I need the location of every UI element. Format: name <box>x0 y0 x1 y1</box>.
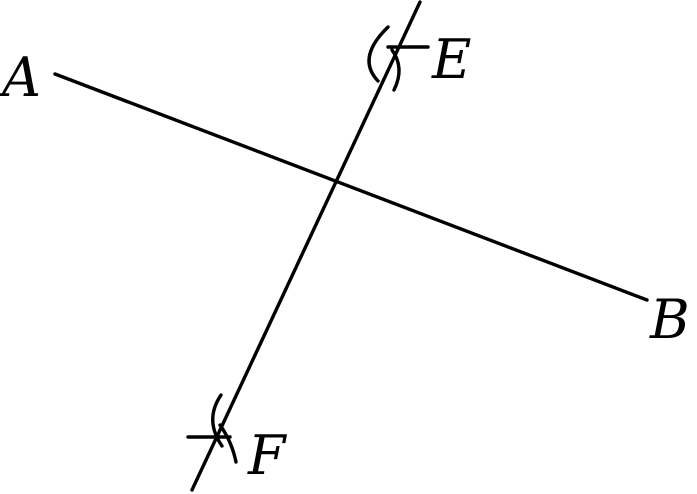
label-b: B <box>649 288 690 351</box>
segment-ab <box>53 72 649 302</box>
arc-mark-f <box>211 393 224 448</box>
arc-mark-e-2 <box>390 48 401 92</box>
label-f: F <box>247 424 288 487</box>
label-e: E <box>431 28 471 91</box>
perpendicular-bisector-ef <box>190 0 422 492</box>
label-a: A <box>0 46 41 109</box>
arc-mark-f-2 <box>218 423 238 464</box>
arc-mark-e <box>367 25 390 83</box>
